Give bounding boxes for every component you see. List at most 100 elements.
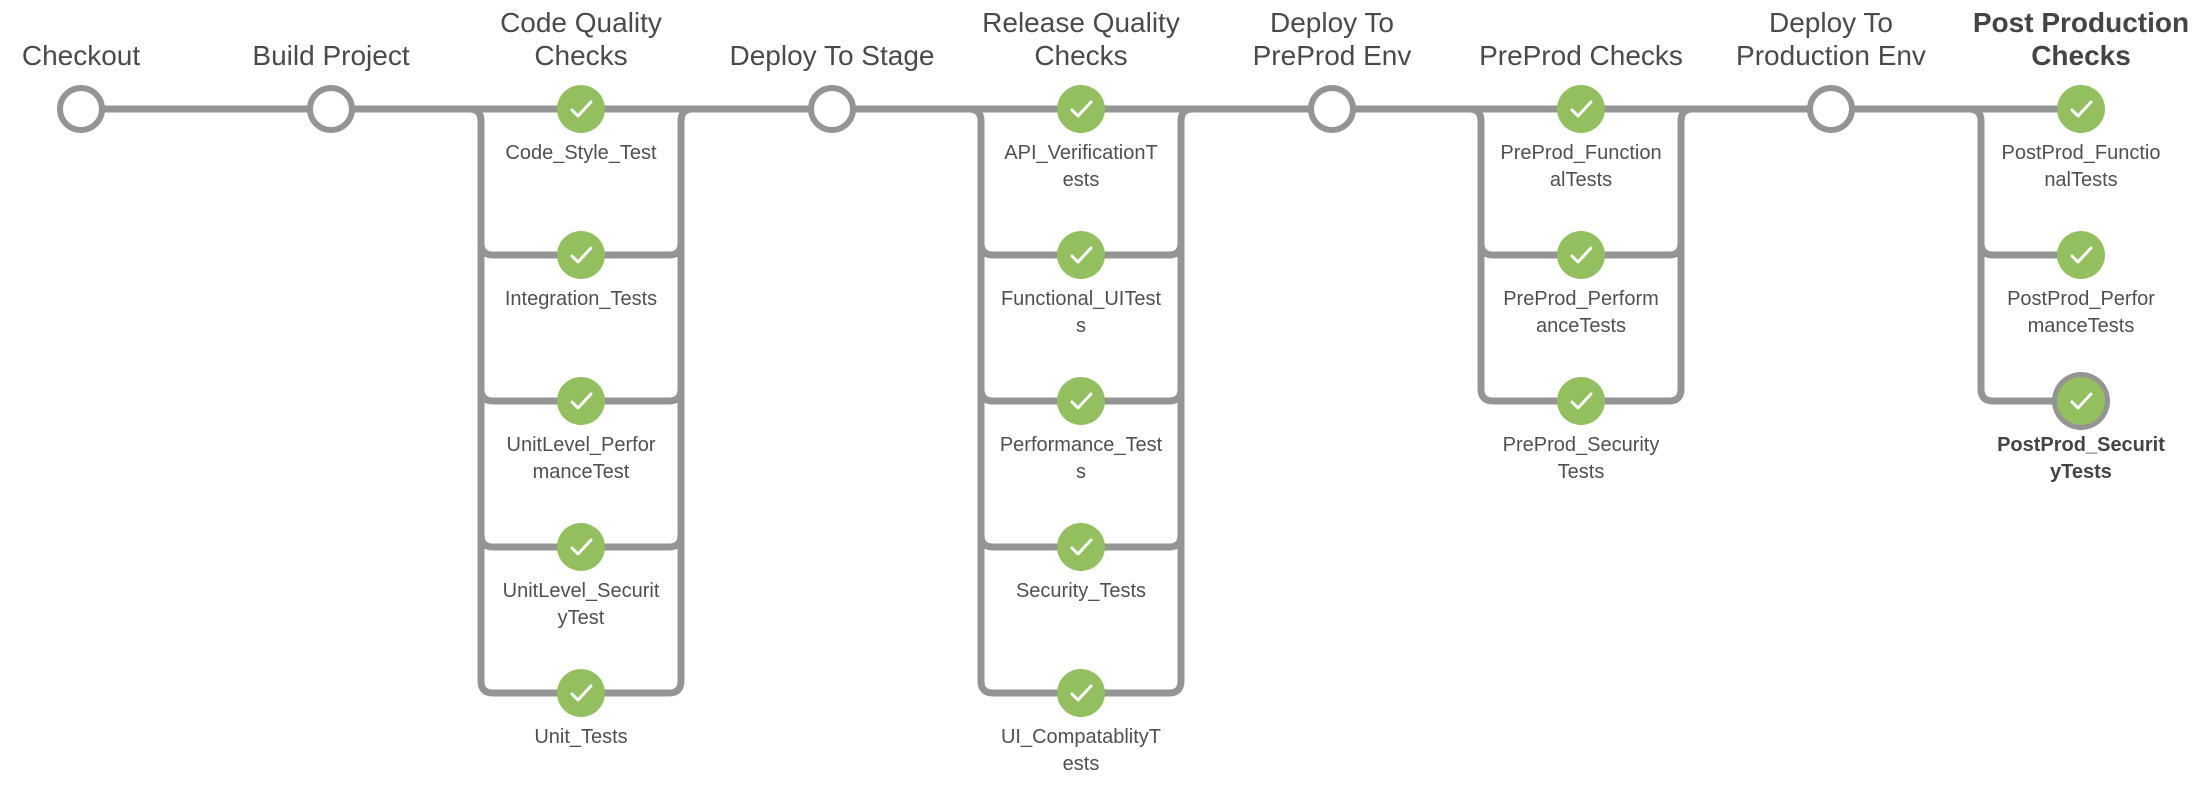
check-icon [570, 538, 593, 556]
parallel-node-preprod-checks-2-button[interactable] [1556, 376, 1606, 426]
success-circle [1057, 523, 1105, 571]
node-label-line: s [1076, 461, 1086, 483]
not-built-circle [57, 85, 105, 133]
success-circle [1057, 231, 1105, 279]
parallel-node-preprod-checks-0-button[interactable] [1556, 84, 1606, 134]
stage-node-build-project [307, 85, 355, 133]
parallel-node-preprod-checks-1-button[interactable] [1556, 230, 1606, 280]
parallel-node-label[interactable]: UnitLevel_Perfor manceTest [491, 432, 671, 486]
stage-node-deploy-to-production-env-button[interactable] [1806, 84, 1856, 134]
stage-title-line: PreProd Env [1252, 40, 1412, 71]
stage-title-line: Deploy To Stage [729, 40, 935, 71]
branch-left-bar [1965, 105, 1985, 393]
stage-title-checkout[interactable]: Checkout [0, 39, 201, 72]
success-circle [1557, 377, 1605, 425]
success-circle [557, 85, 605, 133]
node-label-line: API_VerificationT [1004, 142, 1158, 164]
parallel-node-post-production-checks-2 [2052, 372, 2110, 430]
parallel-node-release-quality-checks-1 [1057, 231, 1105, 279]
parallel-node-release-quality-checks-3-button[interactable] [1056, 522, 1106, 572]
success-circle [1057, 85, 1105, 133]
parallel-node-post-production-checks-1-button[interactable] [2056, 230, 2106, 280]
parallel-node-label[interactable]: Code_Style_Test [491, 140, 671, 167]
check-icon [1070, 246, 1093, 264]
check-icon [1070, 392, 1093, 410]
parallel-node-release-quality-checks-0-button[interactable] [1056, 84, 1106, 134]
node-label-line: UnitLevel_Securit [502, 580, 660, 602]
stage-node-deploy-to-preprod-env [1308, 85, 1356, 133]
success-circle [1057, 377, 1105, 425]
node-label-line: s [1076, 315, 1086, 337]
success-circle [2057, 231, 2105, 279]
parallel-node-post-production-checks-0 [2057, 85, 2105, 133]
node-label-line: anceTests [1535, 315, 1627, 337]
not-built-circle [1308, 85, 1356, 133]
success-circle [1557, 231, 1605, 279]
branch-left-bar [965, 105, 985, 685]
parallel-node-code-quality-checks-3-button[interactable] [556, 522, 606, 572]
node-label-line: Functional_UITest [1000, 288, 1162, 310]
parallel-node-release-quality-checks-1-button[interactable] [1056, 230, 1106, 280]
node-label-line: Security_Tests [1015, 580, 1147, 602]
node-label-line: manceTest [532, 461, 630, 483]
node-label-line: nalTests [2044, 169, 2118, 191]
node-label-line: Performance_Test [999, 434, 1163, 456]
parallel-node-release-quality-checks-4-button[interactable] [1056, 668, 1106, 718]
success-circle [557, 231, 605, 279]
stage-node-deploy-to-stage [808, 85, 856, 133]
node-label-line: PreProd_Perform [1503, 288, 1659, 310]
stage-node-checkout-button[interactable] [56, 84, 106, 134]
branch-right-bar [1177, 105, 1197, 685]
stage-title-line: Production Env [1736, 40, 1926, 71]
check-icon [1070, 684, 1093, 702]
stage-node-deploy-to-stage-button[interactable] [807, 84, 857, 134]
node-label-line: UnitLevel_Perfor [506, 434, 656, 456]
parallel-node-code-quality-checks-2-button[interactable] [556, 376, 606, 426]
stage-title-deploy-to-stage[interactable]: Deploy To Stage [712, 39, 952, 72]
parallel-node-label[interactable]: Unit_Tests [491, 724, 671, 751]
branch-row-connector [1977, 239, 2085, 259]
stage-node-deploy-to-production-env [1807, 85, 1855, 133]
parallel-node-release-quality-checks-2-button[interactable] [1056, 376, 1106, 426]
parallel-node-label[interactable]: Integration_Tests [491, 286, 671, 313]
node-label-line: Code_Style_Test [505, 142, 657, 164]
branch-right-bar [1677, 105, 1697, 393]
stage-title-line: Checkout [21, 40, 141, 71]
parallel-node-code-quality-checks-4-button[interactable] [556, 668, 606, 718]
check-icon [1570, 246, 1593, 264]
parallel-node-post-production-checks-0-button[interactable] [2056, 84, 2106, 134]
stage-node-checkout [57, 85, 105, 133]
parallel-node-label[interactable]: PreProd_Perform anceTests [1491, 286, 1671, 340]
stage-title-preprod-checks[interactable]: PreProd Checks [1461, 39, 1701, 72]
parallel-node-code-quality-checks-1-button[interactable] [556, 230, 606, 280]
stage-node-build-project-button[interactable] [306, 84, 356, 134]
success-circle [557, 377, 605, 425]
success-circle [1057, 669, 1105, 717]
node-label-line: yTests [2050, 461, 2112, 483]
parallel-node-code-quality-checks-0-button[interactable] [556, 84, 606, 134]
stage-node-deploy-to-preprod-env-button[interactable] [1307, 84, 1357, 134]
parallel-node-label[interactable]: Security_Tests [991, 578, 1171, 605]
node-label-line: alTests [1549, 169, 1613, 191]
stage-title-line: Checks [2031, 40, 2131, 71]
check-icon [2070, 246, 2093, 264]
branch-left-bar [1465, 105, 1485, 393]
stage-title-line: Code Quality [500, 7, 662, 38]
stage-title-build-project[interactable]: Build Project [211, 39, 451, 72]
parallel-node-post-production-checks-2-button[interactable] [2056, 376, 2106, 426]
